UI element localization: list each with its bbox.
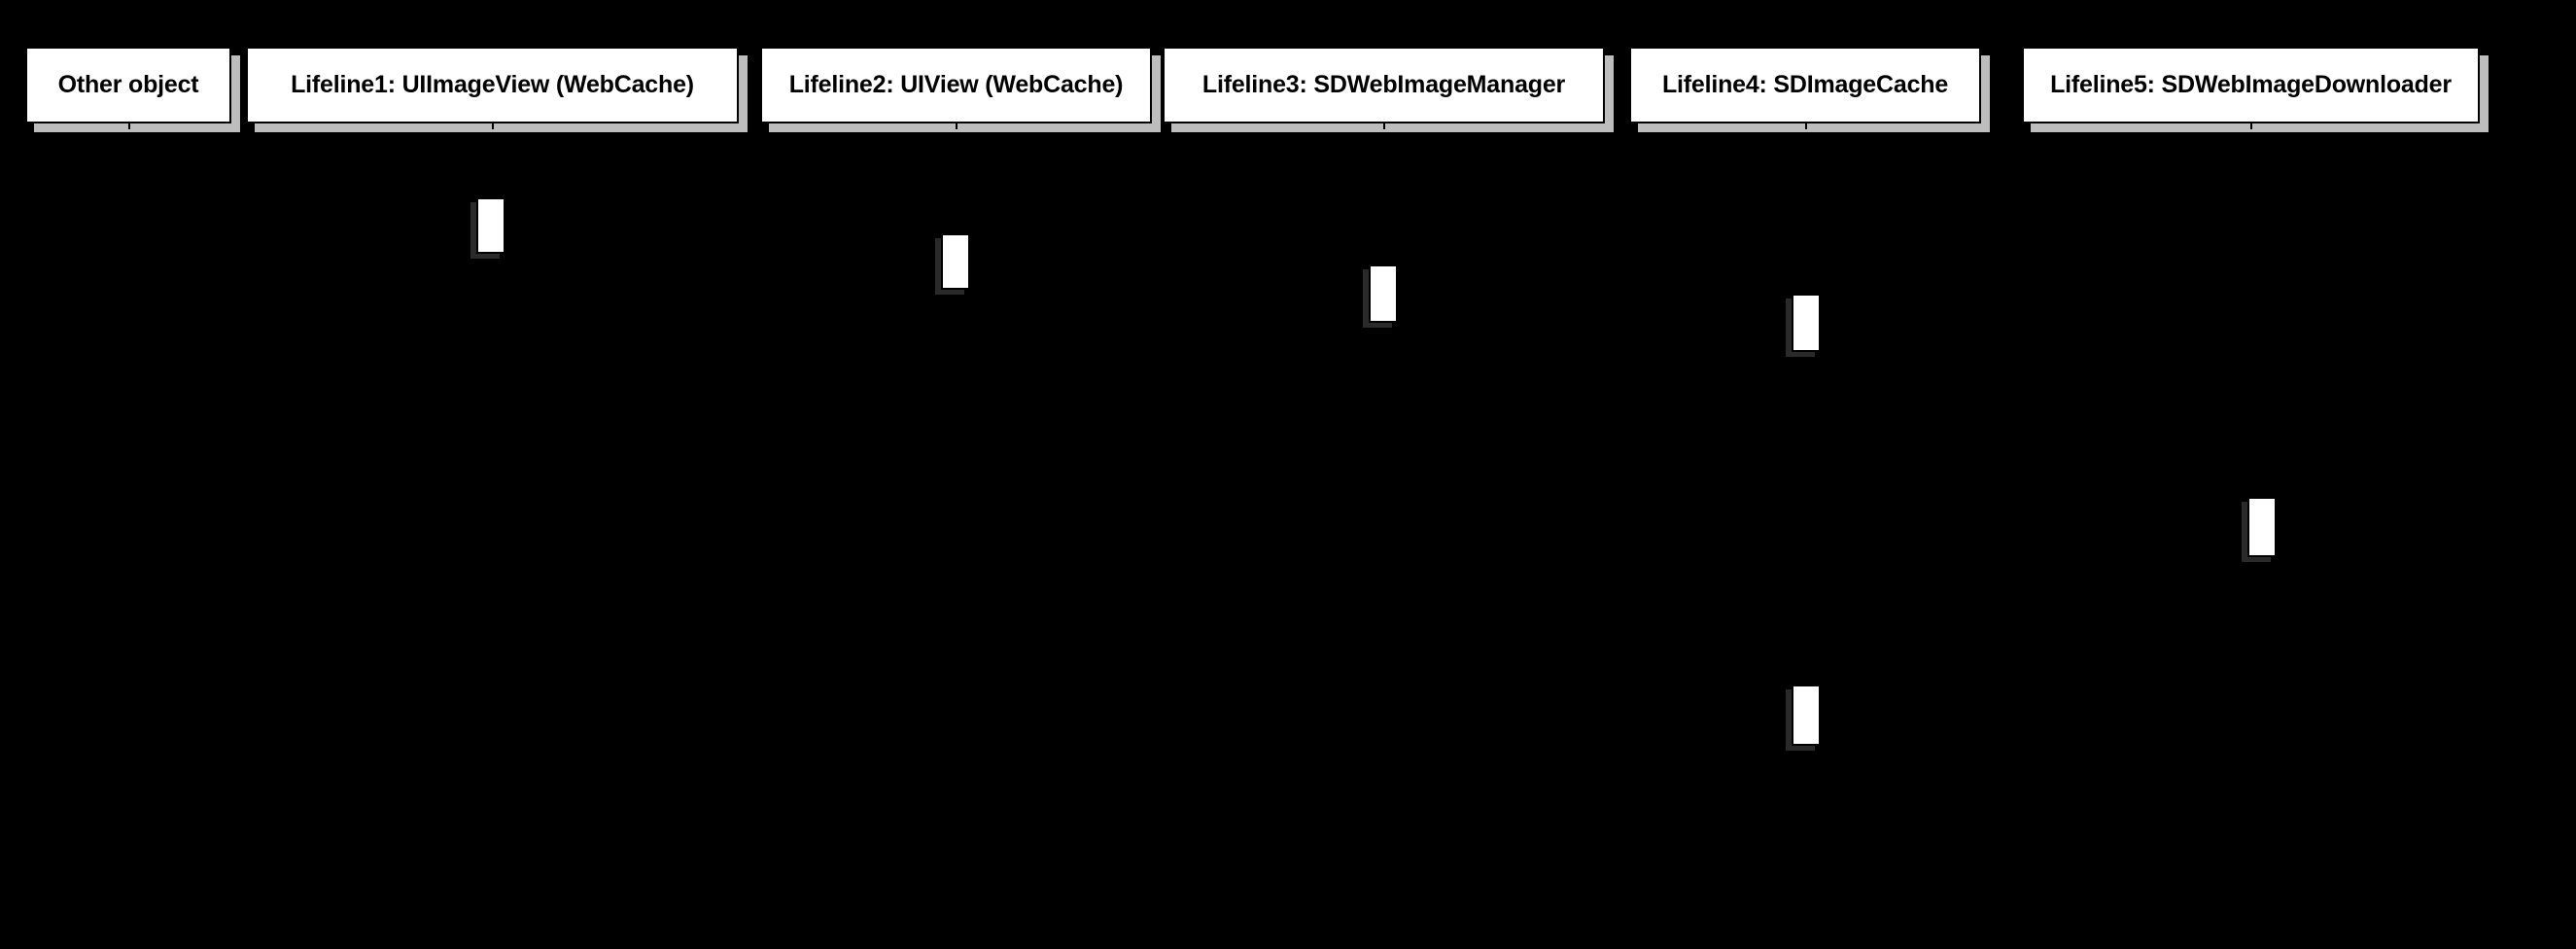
lifeline-axis-lifeline2 (956, 123, 957, 949)
lifeline-header-label-lifeline1: Lifeline1: UIImageView (WebCache) (291, 71, 694, 98)
lifeline-header-lifeline5[interactable]: Lifeline5: SDWebImageDownloader (2022, 47, 2480, 123)
message-arrow-9 (1398, 746, 1792, 748)
lifeline-header-lifeline2[interactable]: Lifeline2: UIView (WebCache) (760, 47, 1152, 123)
message-arrow-2 (505, 233, 941, 235)
activation-bar-lifeline1[interactable] (476, 197, 505, 254)
message-arrow-5 (1398, 352, 1792, 354)
lifeline-header-label-lifeline4: Lifeline4: SDImageCache (1661, 71, 1949, 98)
lifeline-header-label-other: Other object (57, 71, 199, 98)
lifeline-header-lifeline1[interactable]: Lifeline1: UIImageView (WebCache) (246, 47, 739, 123)
lifeline-header-label-lifeline5: Lifeline5: SDWebImageDownloader (2050, 71, 2452, 98)
message-arrow-6 (1398, 497, 2247, 499)
activation-bar-lifeline4-second[interactable] (1792, 685, 1821, 746)
lifeline-axis-lifeline4 (1805, 123, 1807, 949)
lifeline-header-label-lifeline3: Lifeline3: SDWebImageManager (1201, 71, 1566, 98)
lifeline-header-other[interactable]: Other object (25, 47, 231, 123)
message-arrow-8 (1398, 685, 1792, 686)
lifeline-header-lifeline4[interactable]: Lifeline4: SDImageCache (1629, 47, 1981, 123)
lifeline-header-lifeline3[interactable]: Lifeline3: SDWebImageManager (1163, 47, 1605, 123)
activation-bar-lifeline5[interactable] (2247, 497, 2277, 557)
message-arrow-4 (1398, 294, 1792, 296)
lifeline-axis-lifeline3 (1383, 123, 1385, 949)
message-arrow-7 (1398, 557, 2247, 559)
lifeline-header-label-lifeline2: Lifeline2: UIView (WebCache) (788, 71, 1124, 98)
activation-bar-lifeline3[interactable] (1369, 264, 1398, 323)
lifeline-axis-other (128, 123, 130, 949)
message-arrow-1 (128, 197, 476, 199)
lifeline-axis-lifeline1 (492, 123, 494, 949)
activation-bar-lifeline2[interactable] (941, 233, 970, 290)
message-arrow-3 (970, 264, 1369, 266)
activation-bar-lifeline4-first[interactable] (1792, 294, 1821, 352)
